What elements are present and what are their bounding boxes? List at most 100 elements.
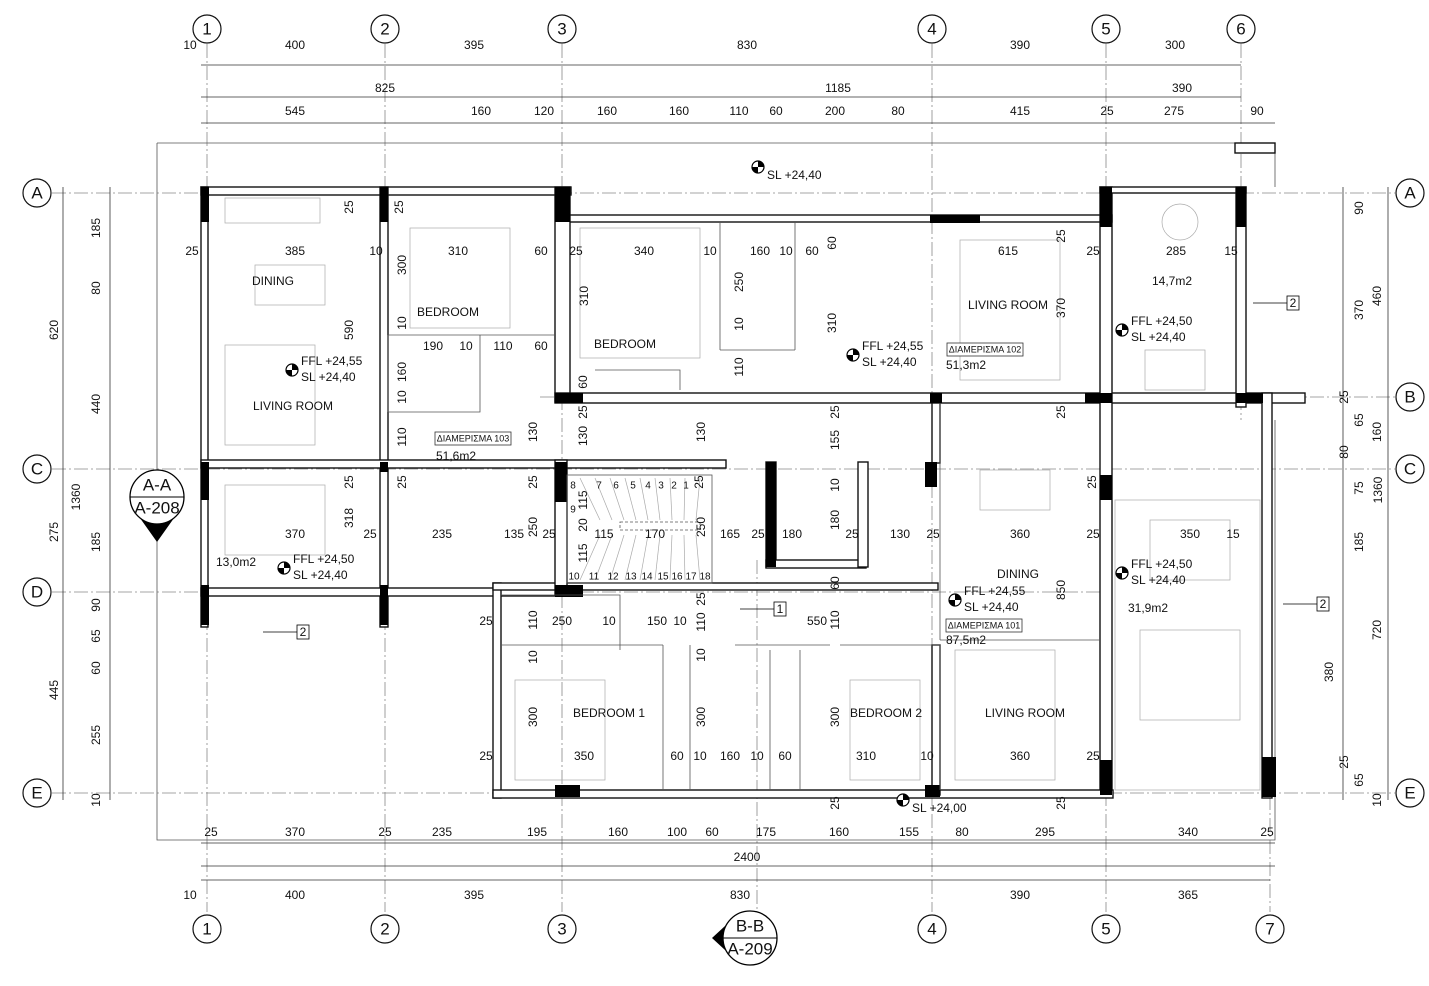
stair-step-number: 10 [568, 572, 580, 583]
interior-dimension-text: 25 [1054, 796, 1068, 810]
interior-dimension-text: 180 [828, 510, 842, 530]
elevation-marker-label: 2 [300, 625, 307, 639]
grid-column-label: 1 [202, 919, 211, 938]
dimension-text: 10 [183, 38, 197, 52]
stair-step-number: 2 [671, 481, 677, 492]
interior-dimension-text: 25 [342, 475, 356, 489]
dimension-text: 545 [285, 104, 305, 118]
interior-dimension-text: 360 [1010, 749, 1030, 763]
elevation-marker-label: 2 [1290, 296, 1297, 310]
level-text: FFL +24,55 [964, 584, 1026, 598]
grid-column-label: 5 [1101, 19, 1110, 38]
interior-dimension-text: 25 [692, 475, 706, 489]
stair-step-number: 12 [607, 572, 619, 583]
dimension-text: 25 [1100, 104, 1114, 118]
interior-dimension-text: 115 [576, 543, 590, 562]
interior-dimension-text: 550 [807, 614, 827, 628]
grid-row-label: E [31, 783, 42, 802]
section-marker[interactable] [712, 910, 778, 966]
interior-dimension-text: 25 [751, 527, 765, 541]
grid-column-label-bubble [370, 914, 400, 944]
grid-row-label-bubble [22, 454, 52, 484]
staircase [566, 474, 713, 584]
room-label: DINING [997, 567, 1039, 581]
dimension-text: 25 [204, 825, 218, 839]
interior-dimension-text: 60 [670, 749, 684, 763]
apartment-area: 87,5m2 [946, 633, 986, 647]
level-text: SL +24,40 [301, 370, 356, 384]
interior-dimension-text: 160 [395, 362, 409, 382]
interior-dimension-text: 20 [576, 518, 590, 532]
interior-dimension-text: 300 [694, 707, 708, 727]
grid-row-label-bubble [22, 178, 52, 208]
dimension-text: 80 [1337, 445, 1351, 459]
stair-step-number: 3 [658, 481, 664, 492]
room-label: BEDROOM 2 [850, 706, 922, 720]
apartment-area: 51,3m2 [946, 358, 986, 372]
furniture [224, 197, 1261, 791]
grid-column-label: 4 [927, 919, 936, 938]
dimension-text: 390 [1010, 888, 1030, 902]
dimension-text: 400 [285, 38, 305, 52]
stair-step-number: 11 [589, 572, 600, 583]
interior-dimension-text: 10 [459, 339, 473, 353]
apartment-tag [946, 342, 1024, 357]
interior-dimension-text: 300 [395, 255, 409, 275]
dimension-text: 10 [183, 888, 197, 902]
grid-row-label-bubble [1395, 382, 1425, 412]
interior-dimension-text: 25 [185, 244, 199, 258]
dimension-text: 60 [769, 104, 783, 118]
interior-dimension-text: 10 [369, 244, 383, 258]
grid-column-label-bubble [1091, 914, 1121, 944]
dimension-text: 390 [1172, 81, 1192, 95]
interior-dimension-text: 590 [342, 320, 356, 340]
dimension-text: 60 [89, 661, 103, 675]
stair-step-number: 8 [570, 481, 576, 492]
room-label: LIVING ROOM [985, 706, 1065, 720]
interior-dimension-text: 350 [1180, 527, 1200, 541]
interior-dimension-text: 25 [569, 244, 583, 258]
apartment-area: 51,6m2 [436, 449, 476, 463]
section-marker[interactable] [129, 469, 185, 542]
interior-dimension-text: 310 [577, 286, 591, 306]
interior-dimension-text: 25 [1054, 405, 1068, 419]
grid-column-label: 6 [1236, 19, 1245, 38]
interior-dimension-text: 160 [750, 244, 770, 258]
interior-dimension-text: 25 [479, 614, 493, 628]
grid-column-label: 3 [557, 19, 566, 38]
level-marker-icon [751, 160, 765, 174]
dimension-text: 160 [608, 825, 628, 839]
interior-dimension-text: 10 [732, 317, 746, 331]
stair-step-number: 9 [570, 505, 576, 516]
interior-dimension-text: 10 [395, 390, 409, 404]
grid-row-label: A [1404, 183, 1416, 202]
interior-dimension-text: 25 [1086, 527, 1100, 541]
stair-step-number: 18 [699, 572, 711, 583]
level-text: SL +24,40 [862, 355, 917, 369]
grid-column-label-bubble [1091, 14, 1121, 44]
level-text: FFL +24,55 [862, 339, 924, 353]
stair-step-number: 7 [596, 481, 602, 492]
grid-column-label-bubble [547, 14, 577, 44]
section-sheet-ref: A-209 [727, 939, 772, 958]
stair-step-number: 14 [641, 572, 653, 583]
dimension-text: 830 [737, 38, 757, 52]
dimension-text: 100 [667, 825, 687, 839]
dimension-text: 160 [471, 104, 491, 118]
interior-dimension-text: 60 [534, 339, 548, 353]
section-sheet-ref: A-208 [134, 498, 179, 517]
level-text: SL +24,00 [912, 801, 967, 815]
dimension-text: 825 [375, 81, 395, 95]
interior-dimension-text: 850 [1054, 580, 1068, 600]
dimension-text: 445 [47, 680, 61, 700]
section-id: B-B [736, 916, 764, 935]
interior-dimension-text: 10 [750, 749, 764, 763]
interior-dimension-text: 155 [828, 430, 842, 450]
stair-step-number: 17 [685, 572, 697, 583]
interior-dimension-text: 340 [634, 244, 654, 258]
interior-dimension-text: 60 [534, 244, 548, 258]
room-area: 31,9m2 [1128, 601, 1168, 615]
stair-step-number: 5 [630, 481, 636, 492]
interior-dimension-text: 25 [828, 796, 842, 810]
dimension-text: 1360 [1371, 476, 1385, 503]
